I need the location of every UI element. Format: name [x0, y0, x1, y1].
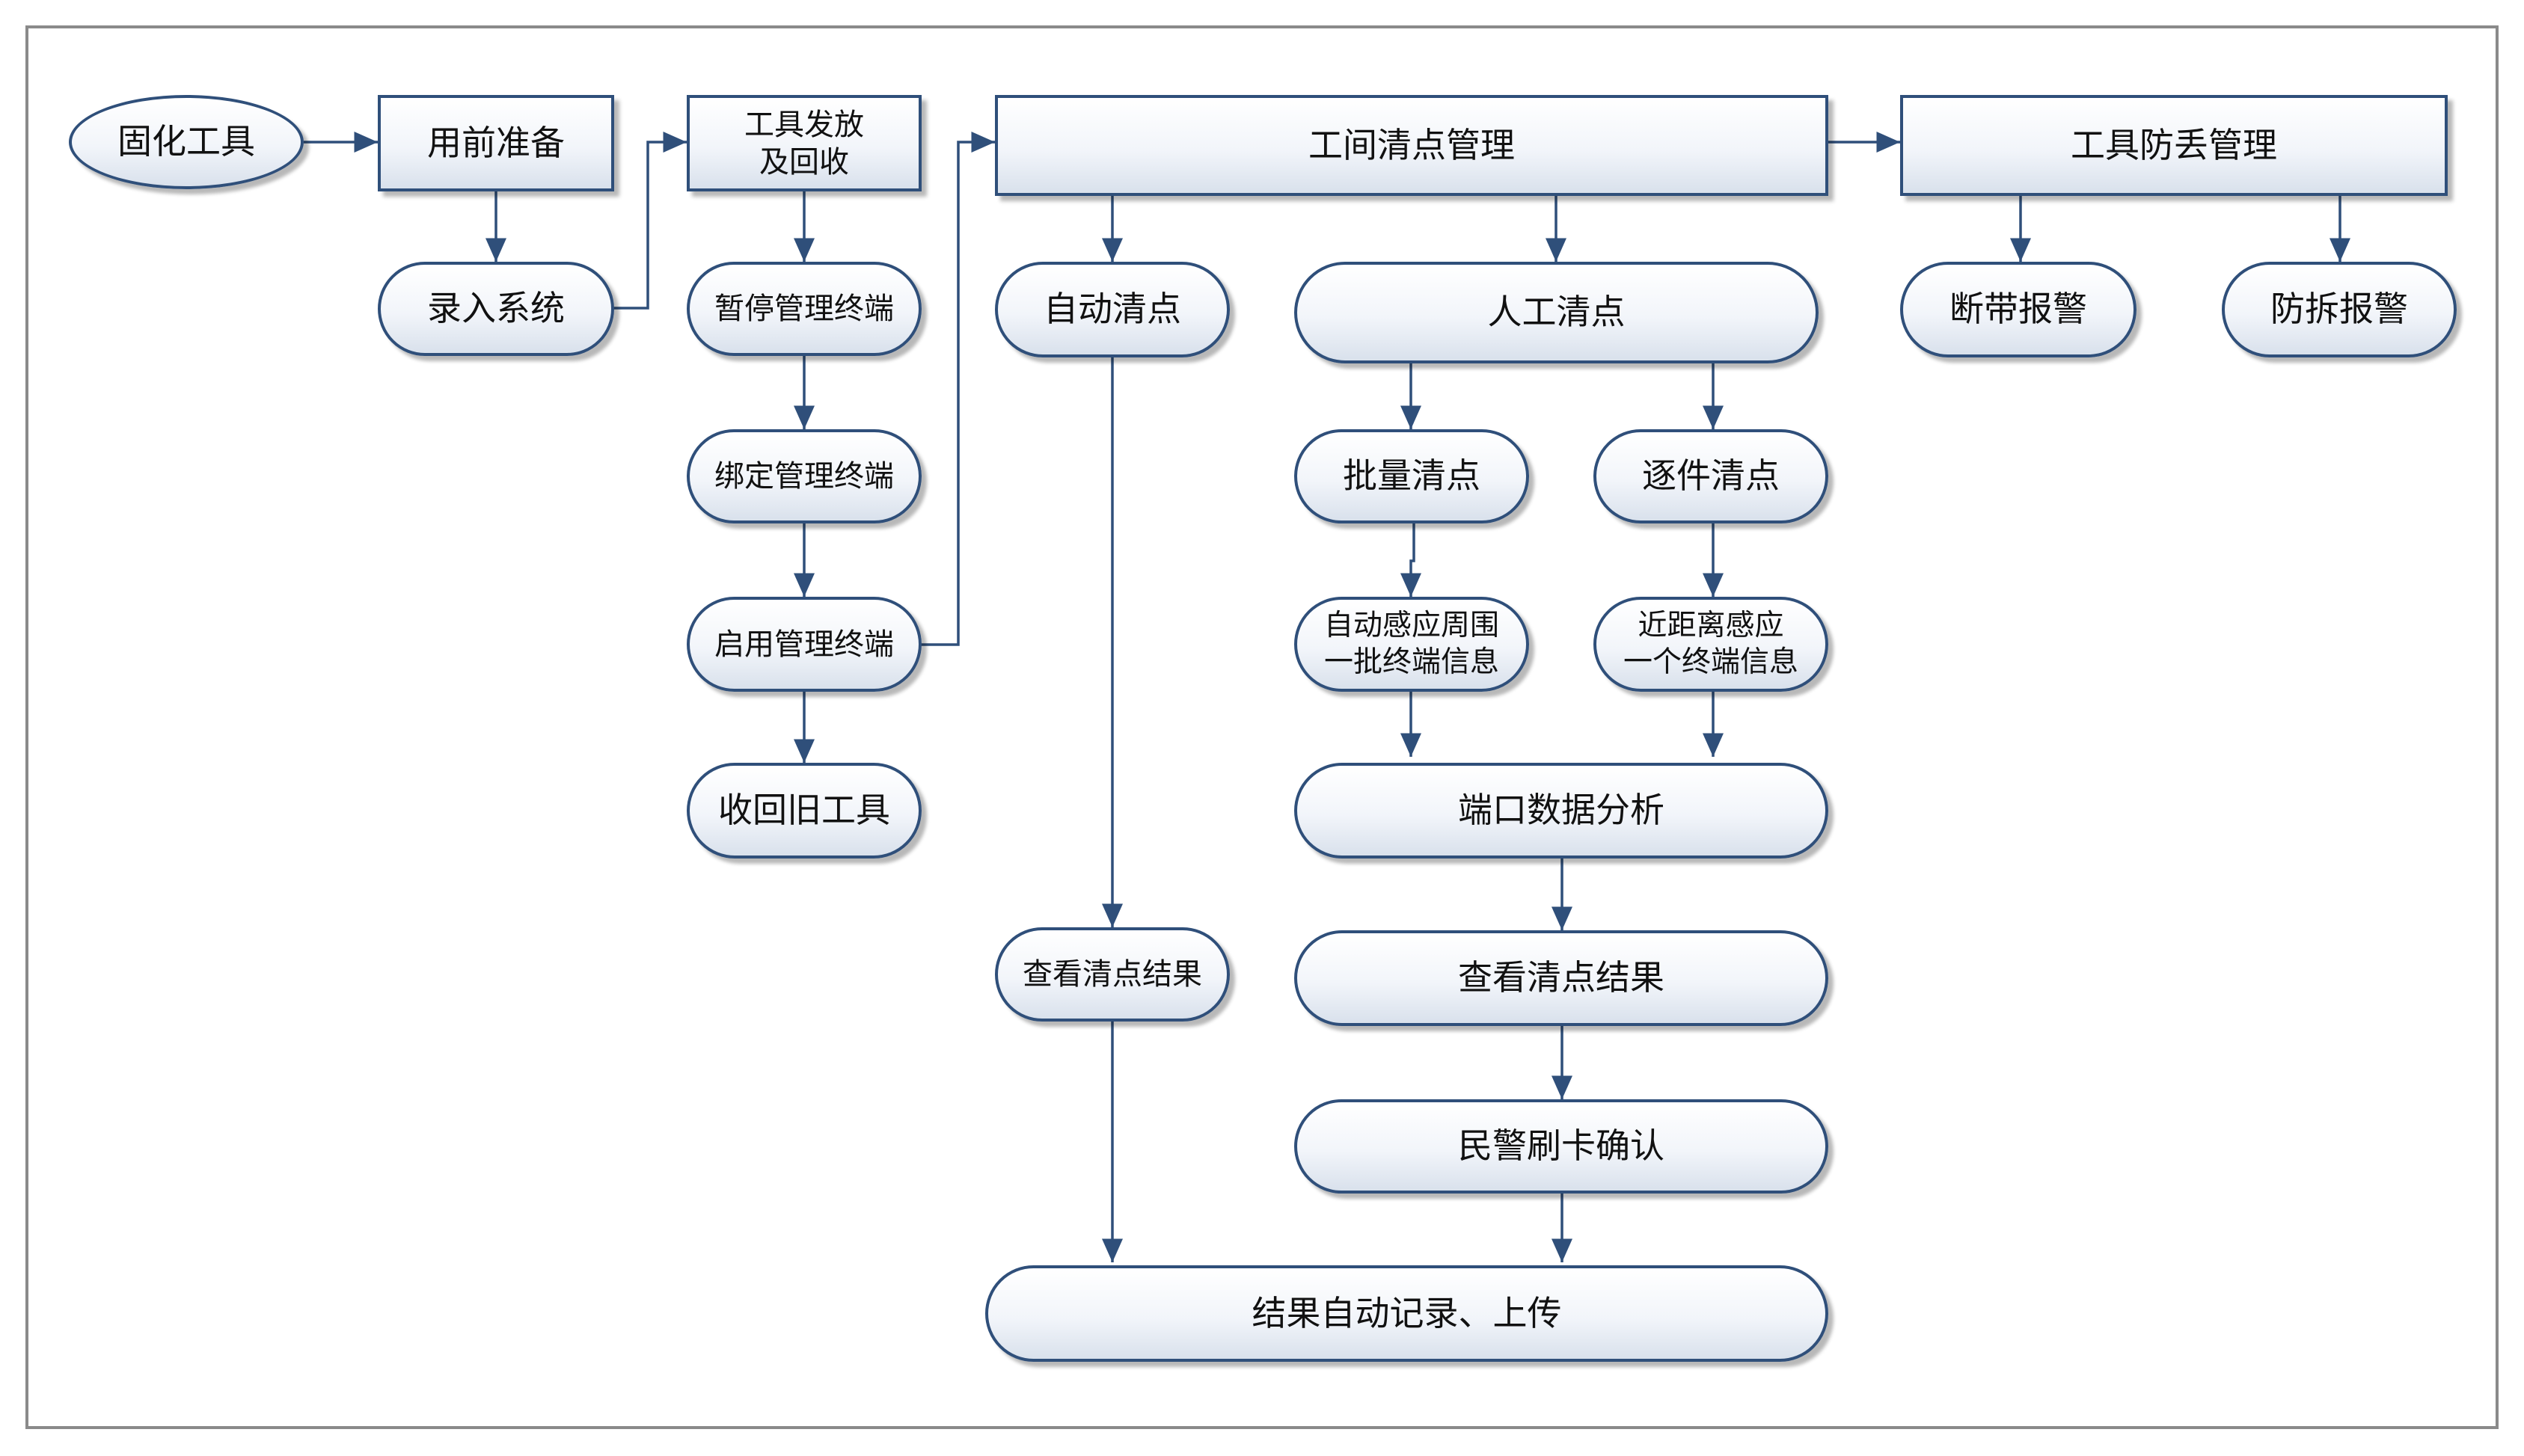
- arrow-qiyong-to-gongjian: [921, 132, 995, 646]
- node-minjing: 民警刷卡确认: [1294, 1099, 1828, 1194]
- node-chakan-zidong: 查看清点结果: [995, 927, 1230, 1022]
- node-gongjian: 工间清点管理: [995, 95, 1828, 196]
- node-zanting: 暂停管理终端: [687, 262, 922, 356]
- node-chakan-rengong: 查看清点结果: [1294, 930, 1828, 1026]
- diagram-frame: [25, 25, 2499, 1429]
- node-fangchai: 防拆报警: [2222, 262, 2457, 357]
- node-bangding: 绑定管理终端: [687, 429, 922, 523]
- arrow-luru-to-fafang: [613, 132, 687, 310]
- node-luru: 录入系统: [378, 262, 614, 356]
- node-qiyong: 启用管理终端: [687, 597, 922, 692]
- node-zidong: 自动清点: [995, 262, 1230, 357]
- node-duandai: 断带报警: [1900, 262, 2136, 357]
- node-piliang: 批量清点: [1294, 429, 1529, 523]
- node-fafang: 工具发放 及回收: [687, 95, 922, 191]
- node-rengong: 人工清点: [1294, 262, 1819, 363]
- node-jieguo: 结果自动记录、上传: [985, 1265, 1828, 1362]
- node-yongqian: 用前准备: [378, 95, 614, 191]
- node-ganying-piliang: 自动感应周围 一批终端信息: [1294, 597, 1529, 692]
- node-fangdiu: 工具防丢管理: [1900, 95, 2448, 196]
- node-shouhui: 收回旧工具: [687, 763, 922, 858]
- arrow-piliang-to-ganying: [1400, 523, 1421, 597]
- node-ganying-zhujian: 近距离感应 一个终端信息: [1593, 597, 1828, 692]
- node-guhua: 固化工具: [69, 95, 304, 189]
- node-duankou: 端口数据分析: [1294, 763, 1828, 858]
- node-zhujian: 逐件清点: [1593, 429, 1828, 523]
